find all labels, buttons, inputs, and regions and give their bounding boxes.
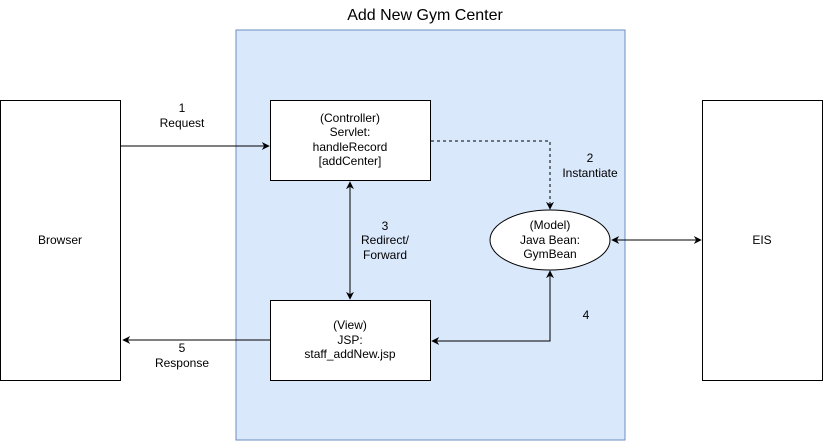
request-label: Request <box>160 116 205 130</box>
controller-line-2: Servlet: <box>330 125 371 139</box>
view-line-1: (View) <box>333 318 367 332</box>
model-line-2: Java Bean: <box>520 233 580 247</box>
controller-line-1: (Controller) <box>320 111 380 125</box>
controller-node: (Controller) Servlet: handleRecord [addC… <box>270 100 431 181</box>
controller-line-4: [addCenter] <box>319 154 382 168</box>
response-number: 5 <box>179 341 186 355</box>
redirect-number: 3 <box>382 219 389 233</box>
model-view-number: 4 <box>583 308 590 322</box>
model-node: (Model) Java Bean: GymBean <box>489 209 611 271</box>
controller-line-3: handleRecord <box>313 140 388 154</box>
model-view-arrow <box>431 270 554 345</box>
view-node: (View) JSP: staff_addNew.jsp <box>270 300 431 381</box>
eis-label: EIS <box>752 233 771 247</box>
instantiate-arrow <box>431 140 554 210</box>
response-label: Response <box>155 356 209 370</box>
diagram-title: Add New Gym Center <box>347 7 503 24</box>
instantiate-number: 2 <box>587 151 594 165</box>
model-line-1: (Model) <box>530 218 571 232</box>
view-line-3: staff_addNew.jsp <box>304 347 395 361</box>
redirect-label-2: Forward <box>363 248 407 262</box>
browser-label: Browser <box>38 233 82 247</box>
view-line-2: JSP: <box>337 333 362 347</box>
model-line-3: GymBean <box>523 247 576 261</box>
browser-node: Browser <box>0 100 121 381</box>
request-number: 1 <box>179 101 186 115</box>
eis-node: EIS <box>702 100 823 381</box>
redirect-label-1: Redirect/ <box>361 233 410 247</box>
instantiate-label: Instantiate <box>562 166 618 180</box>
